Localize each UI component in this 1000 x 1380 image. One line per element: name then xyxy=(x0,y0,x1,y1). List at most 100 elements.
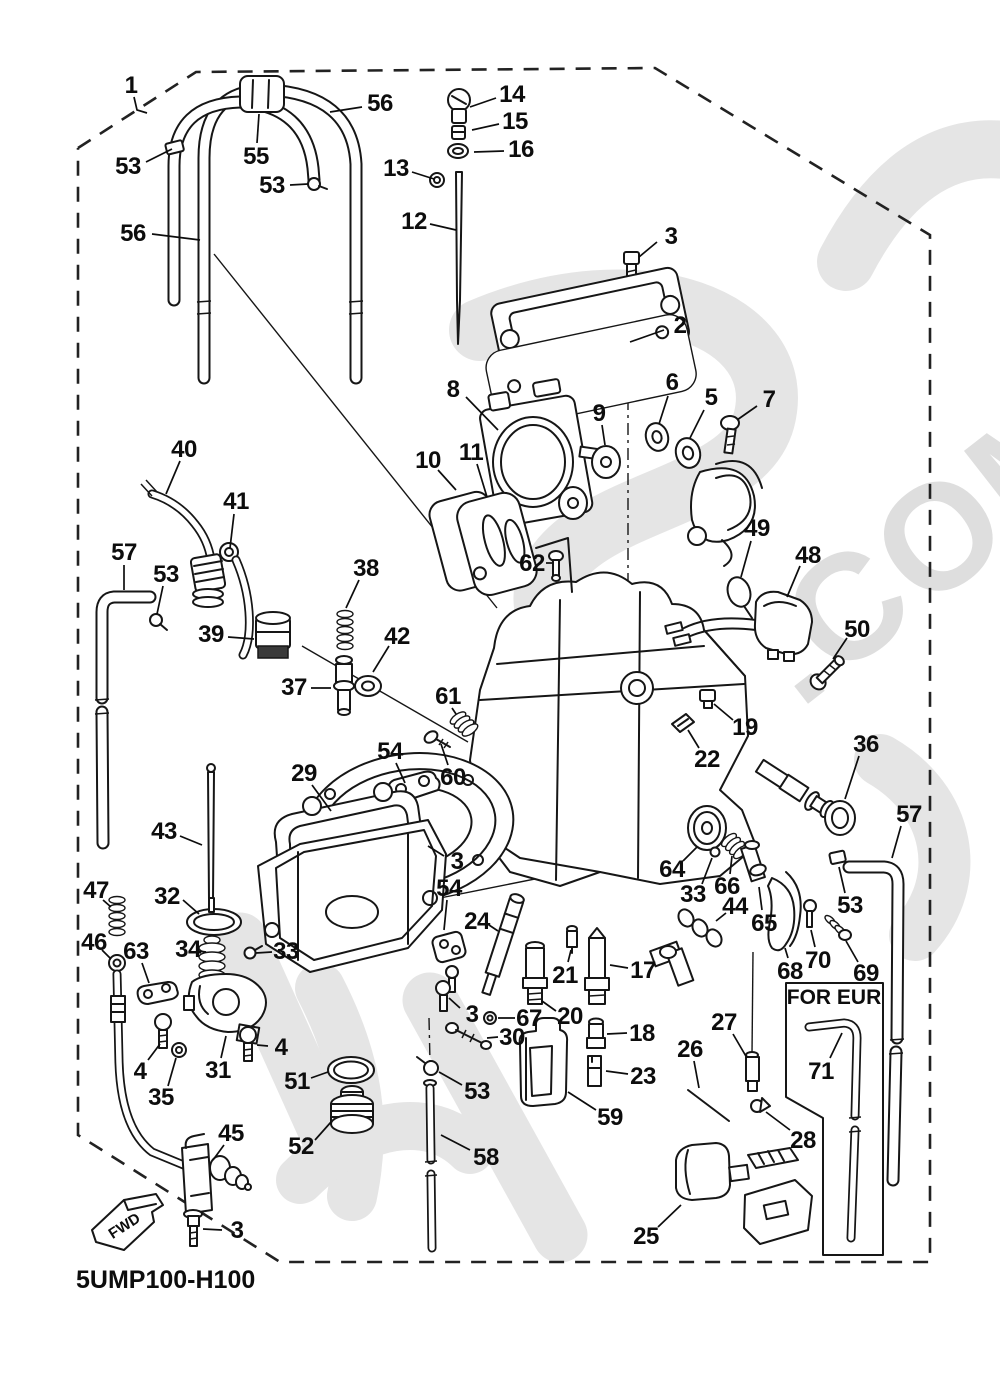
leader-line xyxy=(440,1134,471,1151)
part-number-label: 57 xyxy=(896,801,922,828)
part-number-label: 43 xyxy=(151,818,177,845)
leader-line xyxy=(145,148,173,163)
leader-line xyxy=(567,1091,597,1111)
nut-46 xyxy=(108,954,126,972)
part-number-label: 11 xyxy=(459,439,484,466)
plug-9 xyxy=(591,445,621,479)
inlet-elbow xyxy=(649,940,695,987)
part-number-label: 64 xyxy=(659,856,686,883)
spring-47 xyxy=(108,895,126,937)
pump-rod-24 xyxy=(481,893,525,996)
leader-line xyxy=(440,743,449,766)
part-number-label: 42 xyxy=(384,623,410,650)
leader-line xyxy=(765,1111,791,1131)
pilot-jet-23 xyxy=(587,1055,602,1087)
leader-line xyxy=(165,460,181,495)
part-number-label: 36 xyxy=(853,731,879,758)
leader-line xyxy=(736,405,758,421)
part-number-label: 26 xyxy=(677,1036,703,1063)
leader-line xyxy=(256,113,260,144)
leader-line xyxy=(437,469,457,491)
part-number-label: 46 xyxy=(81,929,107,956)
part-number-label: 53 xyxy=(837,892,863,919)
part-number-label: 56 xyxy=(367,90,393,117)
leader-line xyxy=(255,951,273,954)
nut-19 xyxy=(699,689,716,709)
hose-clip-53 xyxy=(828,849,847,865)
leader-line xyxy=(256,1044,269,1047)
nozzle-17 xyxy=(584,927,610,1005)
hose-clip-53 xyxy=(149,613,163,627)
leader-line xyxy=(212,1144,225,1161)
hose-clip-53 xyxy=(307,177,321,191)
lever-68 xyxy=(767,871,802,952)
part-number-label: 14 xyxy=(499,81,526,108)
fwd-arrow: FWD xyxy=(91,1193,164,1251)
leader-line xyxy=(438,1071,463,1086)
leader-line xyxy=(133,96,148,114)
part-number-label: 28 xyxy=(790,1127,816,1154)
part-number-label: 58 xyxy=(473,1144,499,1171)
part-number-label: 1 xyxy=(125,72,138,99)
part-number-label: 63 xyxy=(123,938,149,965)
leader-line xyxy=(689,409,705,439)
part-number-label: 2 xyxy=(674,312,687,339)
part-number-label: 13 xyxy=(383,155,409,182)
part-number-label: 69 xyxy=(853,960,879,987)
leader-line xyxy=(701,857,713,885)
part-number-label: 19 xyxy=(732,714,758,741)
part-number-label: 30 xyxy=(499,1024,525,1051)
part-number-label: 4 xyxy=(275,1034,289,1061)
part-number-label: 53 xyxy=(115,153,141,180)
part-number-label: 16 xyxy=(508,136,534,163)
part-number-label: 54 xyxy=(377,738,404,765)
leader-line xyxy=(197,950,207,953)
part-number-label: 22 xyxy=(694,746,720,773)
leader-line xyxy=(687,729,700,749)
leader-line xyxy=(427,845,445,857)
leader-line xyxy=(488,924,499,932)
leader-line xyxy=(657,1204,682,1228)
leader-line xyxy=(838,866,846,894)
bolt-4-right xyxy=(239,1026,257,1062)
leader-line xyxy=(476,463,488,498)
part-number-label: 10 xyxy=(415,447,441,474)
leader-line xyxy=(758,886,763,911)
part-number-label: 59 xyxy=(597,1104,623,1131)
part-number-label: 62 xyxy=(519,550,545,577)
sensor-gaskets-10-11 xyxy=(428,490,538,596)
leader-line xyxy=(227,636,255,640)
float-32 xyxy=(186,897,242,936)
clip-53-mid xyxy=(416,1056,439,1076)
oring-51 xyxy=(327,1056,375,1084)
leader-line xyxy=(606,1032,628,1035)
leader-line xyxy=(141,962,150,984)
orings-44 xyxy=(677,908,723,948)
part-number-label: 53 xyxy=(464,1078,490,1105)
sensor-assembly-25 xyxy=(675,1142,813,1245)
part-number-label: 25 xyxy=(633,1223,659,1250)
clip-33-right xyxy=(709,846,721,858)
drain-plug-52 xyxy=(330,1085,374,1134)
part-number-label: 53 xyxy=(259,172,285,199)
leader-line xyxy=(682,846,698,862)
leader-line xyxy=(810,929,816,948)
part-number-label: 53 xyxy=(153,561,179,588)
part-number-label: 27 xyxy=(711,1009,737,1036)
leader-line xyxy=(329,106,363,113)
bolt-3-mid xyxy=(435,980,451,1012)
artwork: FOR EUR FWD 5UMP100-H100 xyxy=(76,75,905,1294)
overflow-hose-57-left xyxy=(94,590,168,850)
leader-line xyxy=(182,899,200,915)
leader-line xyxy=(179,835,203,846)
part-number-label: 66 xyxy=(714,873,740,900)
throttle-cable xyxy=(110,969,191,1171)
leader-line xyxy=(829,1032,843,1059)
leader-line xyxy=(486,1036,499,1039)
part-number-label: 12 xyxy=(401,208,427,235)
leader-line xyxy=(167,1057,177,1087)
part-number-label: 44 xyxy=(722,893,749,920)
leader-line xyxy=(567,949,572,963)
link-plate-63 xyxy=(136,981,179,1005)
